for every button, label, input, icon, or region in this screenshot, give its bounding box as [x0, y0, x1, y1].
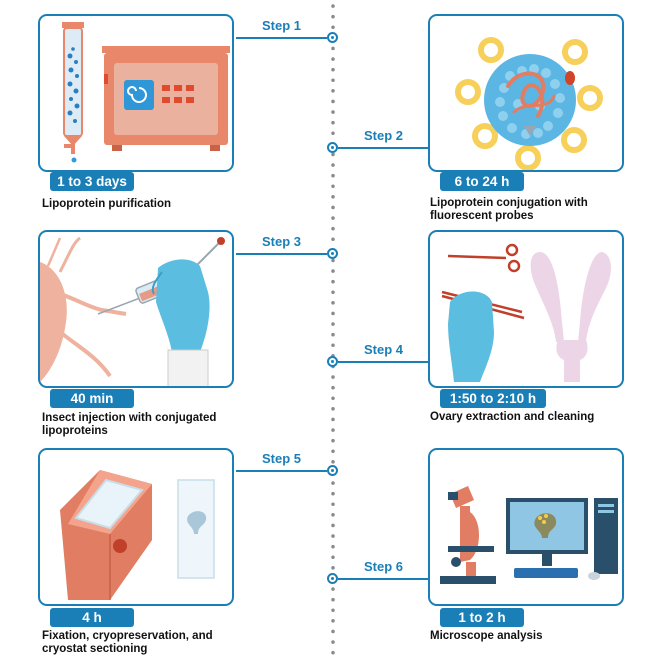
microscope-icon — [440, 486, 496, 584]
chromatography-column-icon — [62, 22, 84, 163]
step3-card — [38, 230, 234, 388]
step6-label: Step 6 — [364, 559, 404, 574]
step3-caption: Insect injection with conjugated lipopro… — [42, 412, 217, 437]
step2-caption: Lipoprotein conjugation with fluorescent… — [430, 197, 588, 222]
computer-icon — [506, 498, 618, 580]
step3-node — [327, 248, 338, 259]
lyophilizer-icon — [102, 46, 230, 151]
insect-icon — [40, 236, 127, 382]
step4-card — [428, 230, 624, 388]
step2-duration-badge: 6 to 24 h — [440, 172, 524, 191]
step1-node — [327, 32, 338, 43]
step4-node — [327, 356, 338, 367]
step1-connector — [236, 37, 327, 39]
step4-duration-badge: 1:50 to 2:10 h — [440, 389, 546, 408]
step2-illustration — [455, 37, 603, 170]
step3-label: Step 3 — [262, 234, 302, 249]
step3-connector — [236, 253, 327, 255]
step1-duration-badge-visible: 1 to 3 days — [50, 172, 134, 191]
step3-duration-badge: 40 min — [50, 389, 134, 408]
step4-connector — [338, 361, 428, 363]
step3-illustration — [40, 236, 225, 386]
ovary-icon — [530, 252, 611, 382]
step6-node — [327, 573, 338, 584]
step5-illustration — [60, 470, 215, 600]
scissors-icon — [447, 243, 521, 273]
step1-card: 1 to 3 days — [38, 14, 234, 172]
step6-caption: Microscope analysis — [430, 630, 543, 642]
step5-label: Step 5 — [262, 451, 302, 466]
step6-duration-badge: 1 to 2 h — [440, 608, 524, 627]
step5-caption: Fixation, cryopreservation, and cryostat… — [42, 630, 213, 655]
glove-hand-icon — [448, 291, 494, 382]
step5-node — [327, 465, 338, 476]
step6-card — [428, 448, 624, 606]
step5-duration-badge: 4 h — [50, 608, 134, 627]
step2-connector — [338, 147, 428, 149]
slide-icon — [177, 479, 215, 579]
step4-label: Step 4 — [364, 342, 404, 357]
lipoprotein-particle-icon — [455, 37, 603, 170]
step1-label: Step 1 — [262, 18, 302, 33]
step2-node — [327, 142, 338, 153]
step1-caption: Lipoprotein purification — [42, 198, 172, 210]
step4-illustration — [441, 243, 611, 382]
step1-illustration — [62, 22, 230, 163]
step2-label: Step 2 — [364, 128, 404, 143]
step4-caption: Ovary extraction and cleaning — [430, 411, 595, 423]
syringe-hand-icon — [97, 237, 225, 386]
step5-connector — [236, 470, 327, 472]
cryostat-icon — [60, 470, 152, 600]
step5-card — [38, 448, 234, 606]
step6-illustration — [440, 486, 618, 584]
step2-card — [428, 14, 624, 172]
timeline-axis — [331, 4, 335, 662]
step6-connector — [338, 578, 428, 580]
